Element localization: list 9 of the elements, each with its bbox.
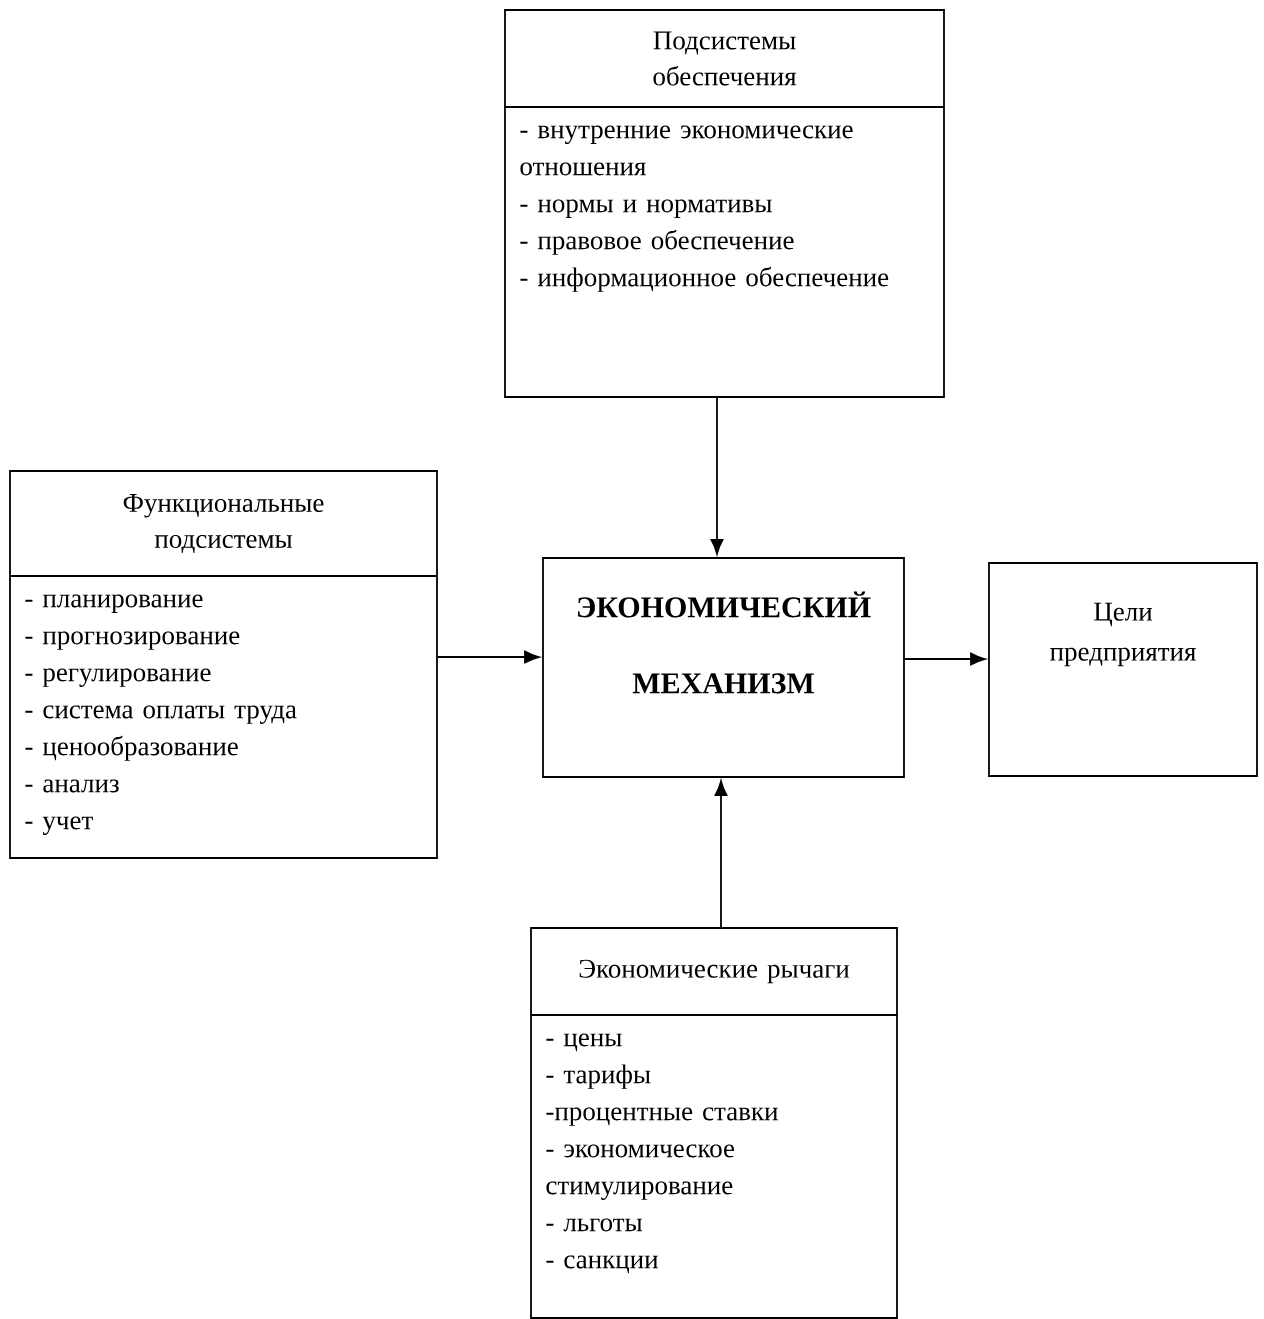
text-box: Цели предприятия — [988, 562, 1258, 777]
arrow — [714, 780, 728, 928]
text-box: Подсистемы обеспечения - внутренние экономические отношения - нормы и нормативы - правовое обеспечение - информационное обеспечение — [504, 9, 945, 398]
text-box: Экономические рычаги - цены - тарифы -процентные ставки - экономическое стимулирование - льготы - санкции — [530, 927, 898, 1319]
text-box: ЭКОНОМИЧЕСКИЙ МЕХАНИЗМ — [542, 557, 905, 778]
text-box: Функциональные подсистемы - планирование - прогнозирование - регулирование - система оплаты труда - ценообразование - анализ - учет — [9, 470, 438, 859]
arrow — [710, 397, 724, 555]
arrow — [437, 650, 540, 664]
arrow — [904, 652, 986, 666]
